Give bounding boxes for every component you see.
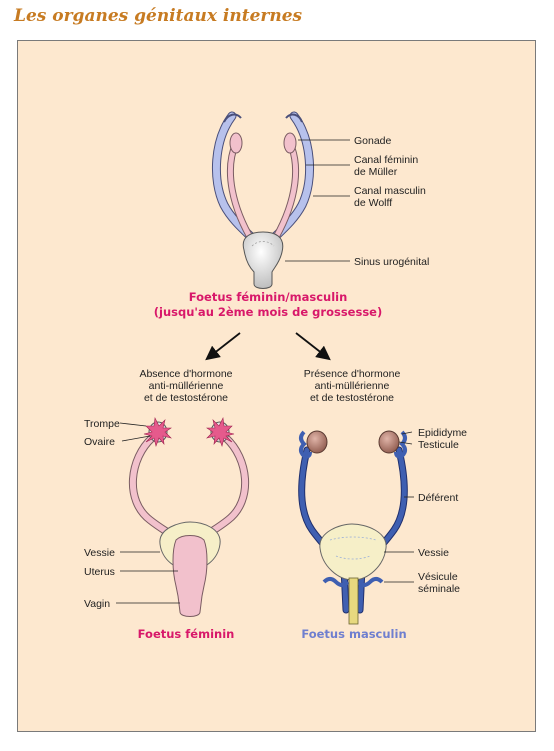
label-vesicule-2: séminale	[418, 583, 460, 595]
label-vagin: Vagin	[84, 598, 110, 610]
seminal-vesicle-left	[322, 577, 350, 587]
label-sinus: Sinus urogénital	[354, 256, 429, 268]
uterus	[172, 535, 208, 617]
label-uterus: Uterus	[84, 566, 115, 578]
caption-indifferent-period: (jusqu'au 2ème mois de grossesse)	[154, 305, 382, 319]
arrow-to-male	[295, 332, 331, 361]
urethra	[348, 577, 359, 625]
testis-right	[378, 430, 400, 454]
testis-left	[306, 430, 328, 454]
male-drawing	[298, 430, 414, 625]
left-branch-line-3: et de testostérone	[144, 392, 228, 404]
label-ovaire: Ovaire	[84, 436, 115, 448]
fimbriae-right	[206, 416, 235, 448]
label-testicule: Testicule	[418, 439, 459, 451]
urogenital-sinus	[242, 231, 284, 289]
female-title: Foetus féminin	[138, 627, 235, 641]
right-branch-line-3: et de testostérone	[310, 392, 394, 404]
page-title: Les organes génitaux internes	[14, 6, 303, 26]
label-muller-2: de Müller	[354, 166, 398, 178]
label-wolff-1: Canal masculin	[354, 185, 426, 197]
label-vesicule-1: Vésicule	[418, 571, 458, 583]
diagram-panel	[17, 40, 536, 732]
label-epididyme: Epididyme	[418, 427, 467, 439]
male-bladder	[319, 523, 387, 581]
epididymis-left	[299, 430, 312, 459]
female-drawing	[116, 416, 250, 617]
caption-indifferent: Foetus féminin/masculin	[189, 290, 348, 304]
epididymis-right	[394, 430, 407, 459]
label-muller-1: Canal féminin	[354, 154, 418, 166]
gonad-left	[229, 132, 243, 154]
left-branch-line-1: Absence d'hormone	[139, 368, 232, 380]
label-trompe: Trompe	[84, 418, 120, 430]
right-branch-line-1: Présence d'hormone	[304, 368, 401, 380]
male-title: Foetus masculin	[301, 627, 406, 641]
label-deferent: Déférent	[418, 492, 458, 504]
left-branch-line-2: anti-müllérienne	[149, 380, 224, 392]
label-wolff-2: de Wolff	[354, 197, 392, 209]
label-vessie-male: Vessie	[418, 547, 449, 559]
gonad-right	[283, 132, 297, 154]
label-vessie-female: Vessie	[84, 547, 115, 559]
seminal-vesicle-right	[356, 577, 384, 587]
label-gonade: Gonade	[354, 135, 392, 147]
right-branch-line-2: anti-müllérienne	[315, 380, 390, 392]
fimbriae-left	[143, 416, 172, 448]
arrow-to-female	[205, 332, 241, 361]
indifferent-stage-drawing	[211, 111, 350, 289]
